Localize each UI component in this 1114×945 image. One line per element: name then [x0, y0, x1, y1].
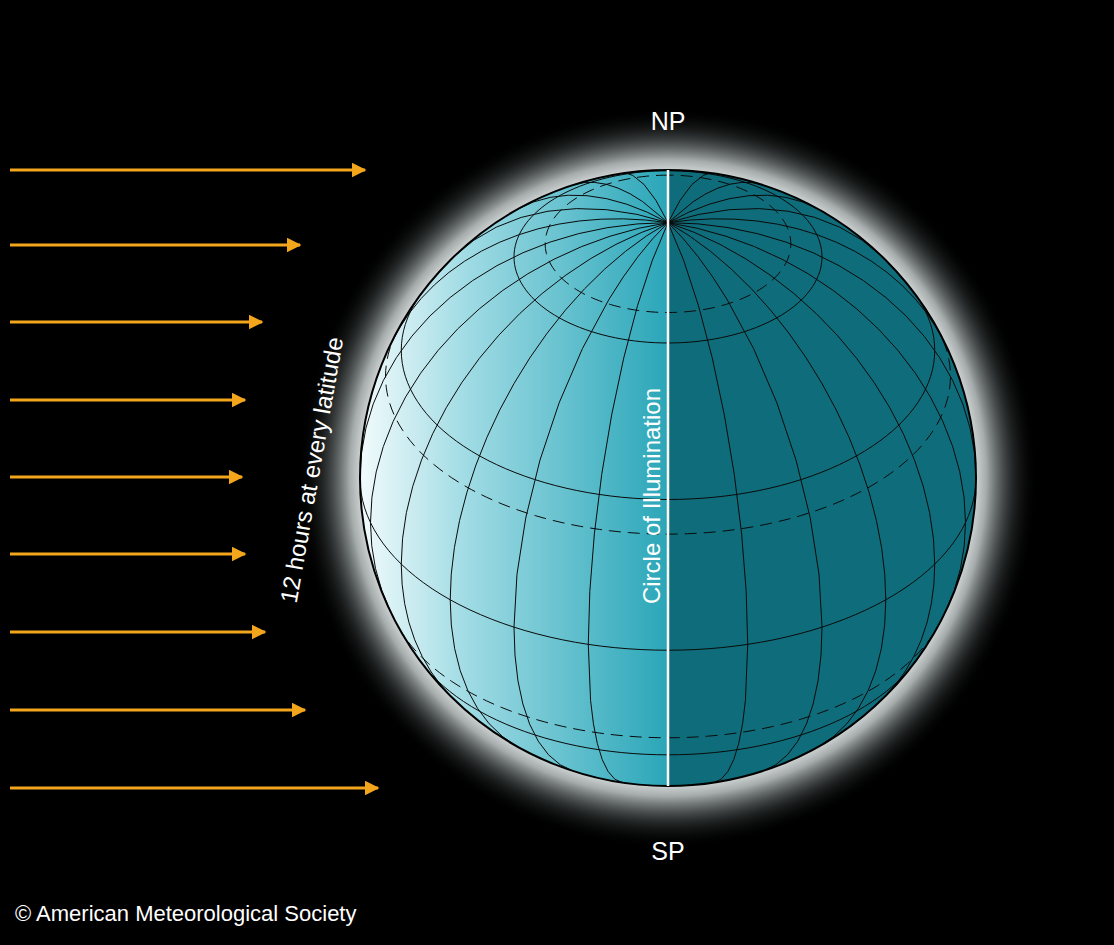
- pole-label: NP: [651, 109, 686, 134]
- sun-ray-arrow: [10, 709, 305, 712]
- sun-ray-arrow: [10, 399, 245, 402]
- terminator-line: [667, 170, 670, 786]
- atmosphere-glow: [298, 108, 1038, 848]
- sun-ray-arrow: [10, 553, 245, 556]
- globe-outline: [360, 170, 976, 786]
- sun-ray-arrow: [10, 631, 265, 634]
- pole-label: SP: [651, 839, 684, 864]
- sun-ray-arrow: [10, 321, 262, 324]
- sun-ray-arrow: [10, 787, 378, 790]
- terminator-label: Circle of Illumination: [640, 388, 664, 604]
- sun-ray-arrow: [10, 476, 242, 479]
- sun-ray-arrow: [10, 169, 365, 172]
- sun-ray-arrow: [10, 244, 300, 247]
- graticule: [360, 170, 976, 786]
- copyright-note: © American Meteorological Society: [15, 903, 356, 925]
